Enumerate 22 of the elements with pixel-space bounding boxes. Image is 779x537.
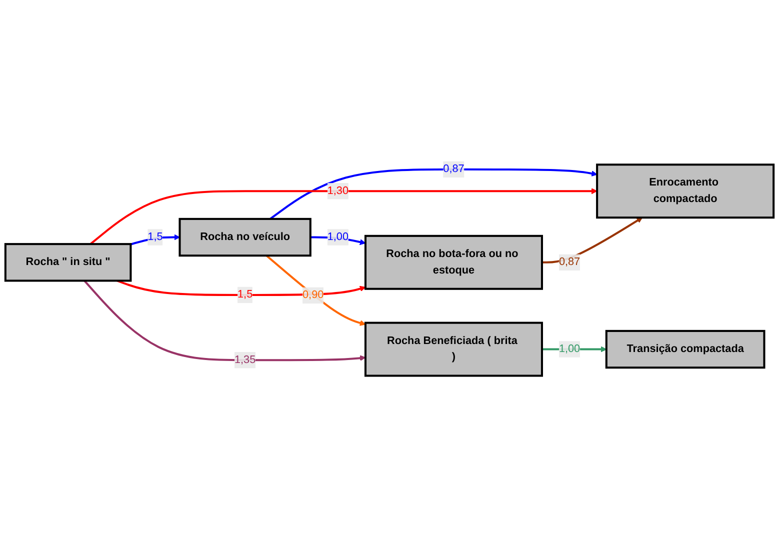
arrow <box>116 280 366 296</box>
edge-label: 1,00 <box>558 343 580 355</box>
node-box: Rocha no veículo <box>178 218 312 257</box>
arrow <box>542 217 643 264</box>
edge-label: 0,87 <box>443 163 464 175</box>
edge-label: 1,5 <box>148 231 163 243</box>
edge-label: 0,90 <box>302 289 324 301</box>
node-box: Rocha no bota-fora ou no estoque <box>364 234 543 290</box>
edge-label: 1,30 <box>327 185 349 197</box>
node-box: Enrocamento compactado <box>596 164 775 219</box>
node-box: Transição compactada <box>605 330 766 369</box>
edge-label: 0,87 <box>558 256 580 268</box>
node-box: Rocha Beneficiada ( brita ) <box>364 322 543 377</box>
edge-label: 1,35 <box>234 354 256 366</box>
edge-label: 1,5 <box>238 288 253 300</box>
arrow <box>266 254 366 326</box>
node-box: Rocha " in situ " <box>4 243 132 282</box>
arrow <box>542 346 607 352</box>
edge-label: 1,00 <box>327 231 349 243</box>
arrow <box>270 168 598 220</box>
arrow <box>130 234 180 246</box>
arrow <box>84 280 366 362</box>
